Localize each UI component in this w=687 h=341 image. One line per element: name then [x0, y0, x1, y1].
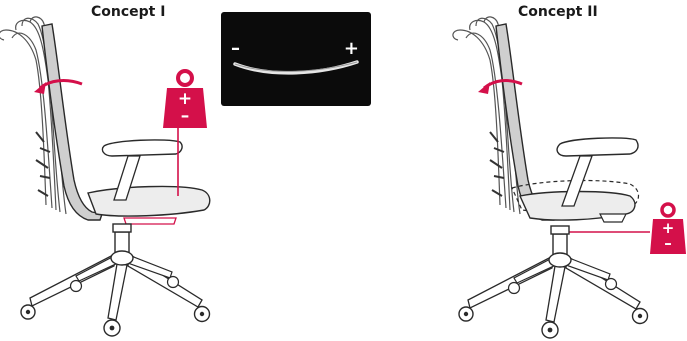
concept-2-chair	[453, 17, 650, 338]
tension-scale-panel: – +	[221, 12, 371, 106]
weight-icon-2: + –	[650, 202, 686, 254]
weight-icon: + –	[163, 68, 207, 128]
tension-curve-icon	[221, 12, 371, 106]
concept-1-chair	[0, 17, 210, 336]
weight-minus-2: –	[650, 236, 686, 251]
weight-minus: –	[163, 108, 207, 125]
